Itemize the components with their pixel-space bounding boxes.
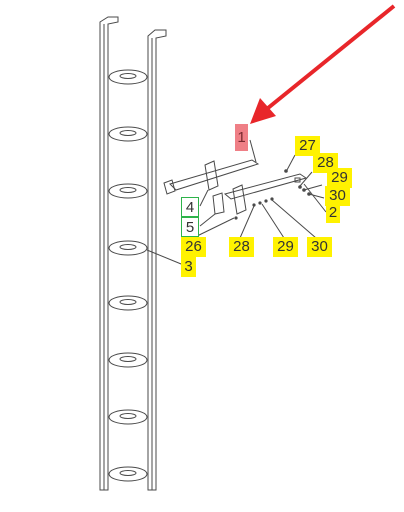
callout-4: 4 xyxy=(181,197,199,217)
callout-29b: 29 xyxy=(273,237,298,257)
callout-27: 27 xyxy=(295,136,320,156)
callout-5: 5 xyxy=(181,217,199,237)
upper-plate xyxy=(204,160,219,191)
lower-arm xyxy=(223,173,308,200)
callout-1: 1 xyxy=(235,124,248,151)
leader-30b xyxy=(271,199,317,239)
leader-26 xyxy=(192,217,235,239)
leader-27 xyxy=(286,154,296,171)
leader-5 xyxy=(199,213,216,227)
leader-3 xyxy=(146,249,187,267)
ladder-left-rail xyxy=(99,16,119,491)
mounting-brackets xyxy=(163,139,327,239)
callout-29a: 29 xyxy=(327,168,352,188)
leader-1 xyxy=(249,139,257,163)
callout-26: 26 xyxy=(181,237,206,257)
leader-28b xyxy=(239,205,255,239)
leader-29b xyxy=(261,203,285,239)
leader-28a xyxy=(299,171,313,187)
callout-30b: 30 xyxy=(307,237,332,257)
callout-3: 3 xyxy=(181,257,196,277)
ladder-right-rail xyxy=(147,29,167,491)
upper-arm xyxy=(169,159,260,191)
lower-plate xyxy=(232,184,247,215)
leader-4 xyxy=(199,189,209,207)
leader-30a xyxy=(308,193,325,199)
ladder xyxy=(99,16,187,491)
callout-2: 2 xyxy=(326,203,340,223)
leader-2 xyxy=(303,183,327,213)
red-arrow-icon xyxy=(250,4,396,124)
callout-28a: 28 xyxy=(313,153,338,173)
callout-30a: 30 xyxy=(325,186,350,206)
callout-28b: 28 xyxy=(229,237,254,257)
leader-29a xyxy=(303,184,323,191)
ladder-rungs xyxy=(108,69,148,482)
